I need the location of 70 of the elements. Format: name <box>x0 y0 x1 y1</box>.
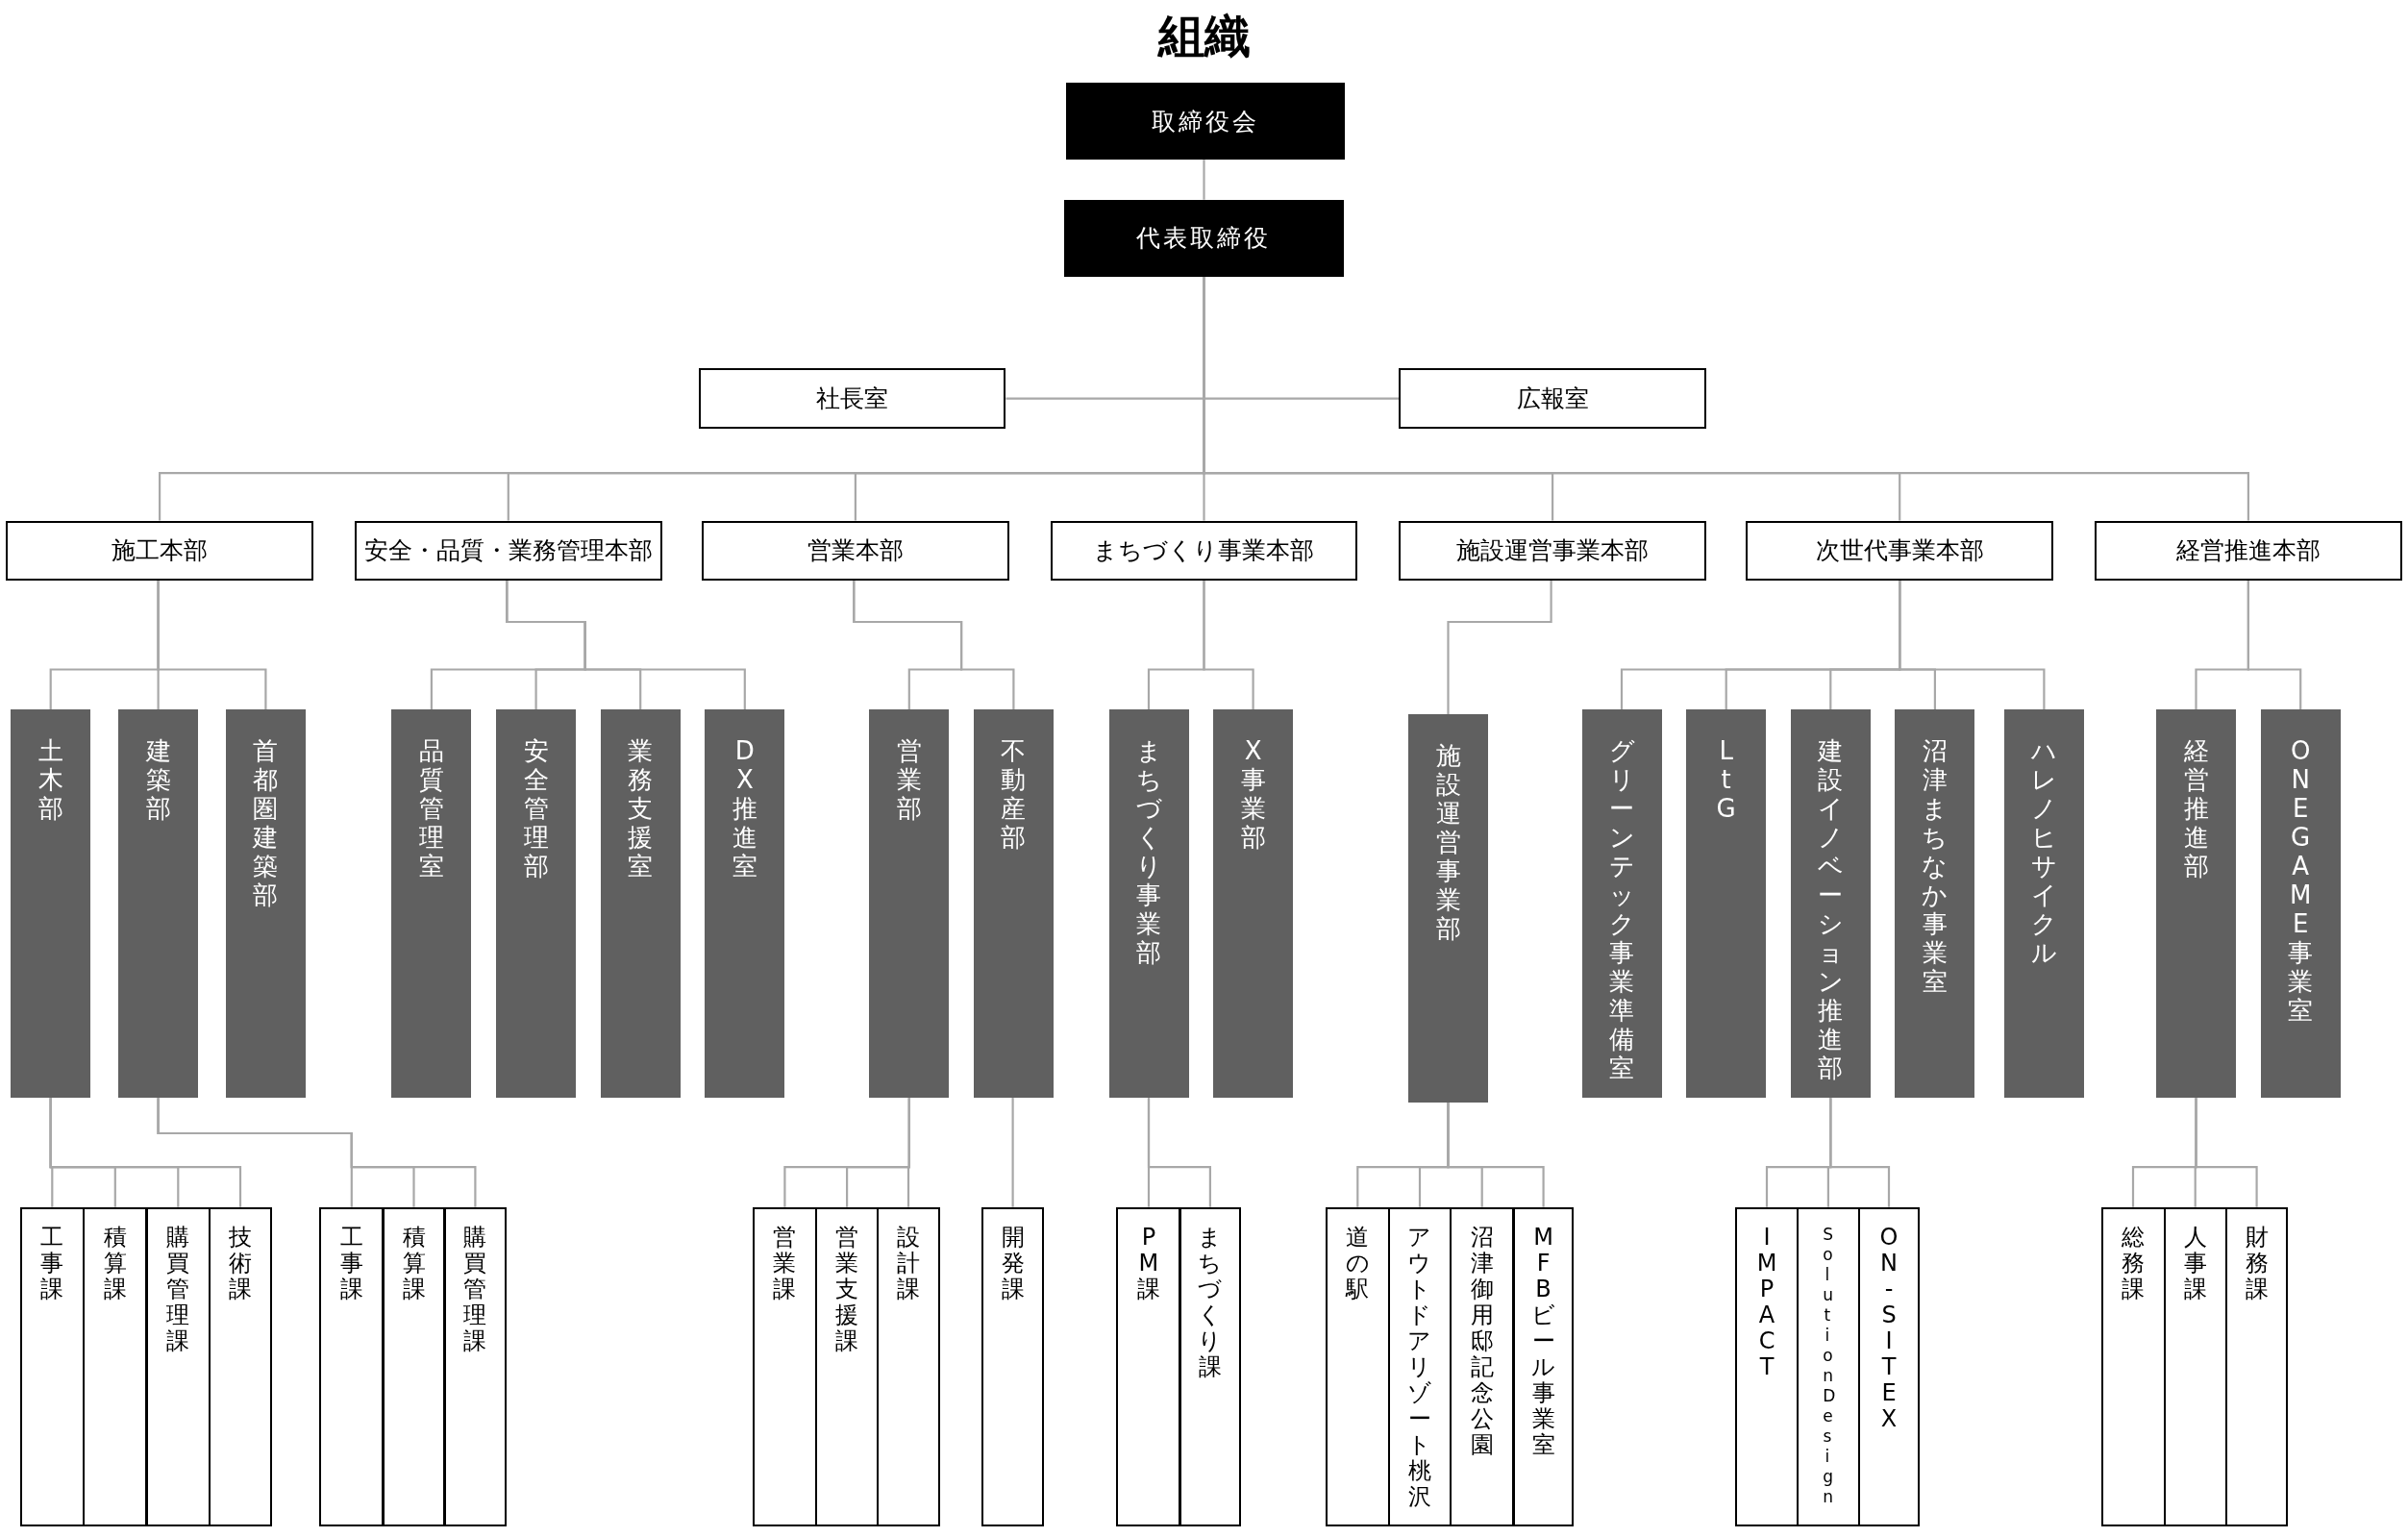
section-box: 積算課 <box>83 1206 148 1526</box>
department-box: ハレノヒサイクル <box>2003 709 2084 1099</box>
section-box: アウトドアリゾート桃沢 <box>1388 1206 1452 1526</box>
chart-title: 組織 <box>1156 8 1252 64</box>
connector-line <box>1447 1103 1545 1207</box>
section-box: MFBビール事業室 <box>1512 1206 1575 1526</box>
connector-line <box>1203 580 1254 710</box>
section-box: 開発課 <box>981 1206 1045 1526</box>
division-box: 施設運営事業本部 <box>1399 520 1706 581</box>
section-box: 技術課 <box>209 1206 272 1526</box>
department-box: X事業部 <box>1213 709 1294 1099</box>
department-box: グリーンテック事業準備室 <box>1581 709 1662 1099</box>
board-box: 代表取締役 <box>1064 199 1344 277</box>
connector-line <box>2247 580 2302 710</box>
section-box: 財務課 <box>2224 1206 2289 1526</box>
department-box: 品質管理室 <box>391 709 472 1099</box>
department-box: DX推進室 <box>705 709 785 1099</box>
department-box: 安全管理部 <box>496 709 577 1099</box>
section-box: 工事課 <box>319 1206 385 1526</box>
department-box: 建築部 <box>118 709 199 1099</box>
section-box: 購買管理課 <box>443 1206 508 1526</box>
section-box: PM課 <box>1116 1206 1181 1526</box>
division-box: 営業本部 <box>702 520 1009 581</box>
board-box: 取締役会 <box>1065 83 1346 161</box>
department-box: 土木部 <box>11 709 91 1099</box>
department-box: 沼津まちなか事業室 <box>1895 709 1975 1099</box>
connector-line <box>2195 1098 2258 1207</box>
section-box: 沼津御用邸記念公園 <box>1450 1206 1515 1526</box>
connector-line <box>1899 580 2046 710</box>
division-box: 施工本部 <box>6 520 313 581</box>
section-box: ON-SITE X <box>1858 1206 1920 1526</box>
department-box: 施設運営事業部 <box>1408 713 1489 1103</box>
department-box: 業務支援室 <box>600 709 681 1099</box>
section-box: 積算課 <box>382 1206 446 1526</box>
section-box: Solution Design <box>1797 1206 1860 1526</box>
department-box: LtG <box>1686 709 1767 1099</box>
department-box: 経営推進部 <box>2156 709 2237 1099</box>
connector-line <box>1011 1097 1015 1207</box>
division-box: 安全・品質・業務管理本部 <box>355 520 662 581</box>
division-box: 経営推進本部 <box>2095 520 2402 581</box>
connector-line <box>49 1098 242 1207</box>
section-box: 設計課 <box>877 1206 940 1526</box>
connector-line <box>853 580 1015 710</box>
section-box: 工事課 <box>19 1206 85 1526</box>
connector-line <box>1147 1098 1211 1207</box>
section-box: 購買管理課 <box>145 1206 211 1526</box>
department-box: 営業部 <box>869 709 950 1099</box>
division-box: まちづくり事業本部 <box>1050 520 1358 581</box>
connector-line <box>157 1098 477 1207</box>
department-box: ONEGAME事業室 <box>2260 709 2341 1099</box>
connector-line <box>157 580 267 710</box>
division-box: 次世代事業本部 <box>1746 520 2053 581</box>
division-box: 広報室 <box>1399 368 1706 429</box>
department-box: 不動産部 <box>973 709 1054 1099</box>
connector-line <box>506 580 746 710</box>
section-box: まちづくり課 <box>1179 1206 1241 1526</box>
section-box: 人事課 <box>2164 1206 2227 1526</box>
department-box: 建設イノベーション推進部 <box>1790 709 1871 1099</box>
connector-line <box>1829 1098 1891 1207</box>
section-box: 営業課 <box>752 1206 817 1526</box>
department-box: 首都圏建築部 <box>225 709 306 1099</box>
connector-line <box>906 1098 910 1207</box>
division-box: 社長室 <box>698 368 1006 429</box>
section-box: 営業支援課 <box>815 1206 879 1526</box>
connector-line <box>1447 580 1552 714</box>
department-box: まちづくり事業部 <box>1108 709 1189 1099</box>
section-box: IMPACT <box>1735 1206 1799 1526</box>
section-box: 総務課 <box>2100 1206 2166 1526</box>
section-box: 道の駅 <box>1325 1206 1390 1526</box>
connector-line <box>1203 159 1205 200</box>
